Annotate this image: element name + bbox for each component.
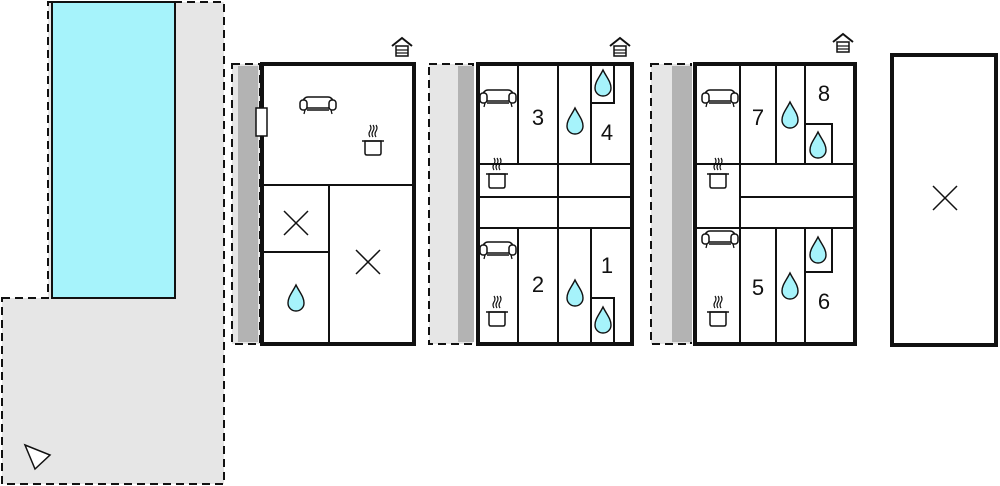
swimming-pool (51, 1, 176, 299)
room-number: 4 (601, 120, 613, 145)
room-number: 7 (752, 105, 764, 130)
building-b: 3 4 2 1 (428, 37, 634, 346)
building-d (890, 53, 998, 347)
room-number: 1 (601, 253, 613, 278)
entrance-icon (391, 37, 413, 57)
room-number: 2 (532, 272, 544, 297)
building-c: 7 8 5 6 (650, 33, 857, 346)
door-marker (255, 107, 268, 137)
room-number: 6 (818, 289, 830, 314)
room-number: 3 (532, 105, 544, 130)
compass-arrow-icon (23, 443, 52, 471)
entrance-icon (832, 33, 854, 53)
building-a (231, 37, 416, 346)
entrance-icon (609, 37, 631, 57)
room-number: 5 (752, 275, 764, 300)
room-number: 8 (818, 81, 830, 106)
